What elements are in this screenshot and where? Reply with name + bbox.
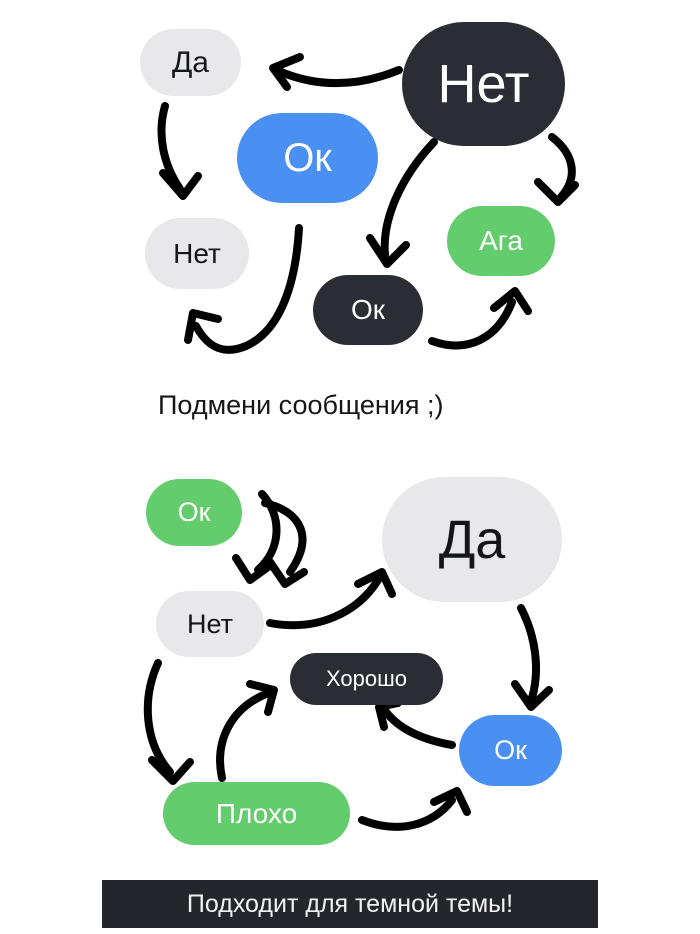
bubble-da-light-top[interactable]: Да (140, 29, 241, 96)
bubble-ok-dark-top[interactable]: Ок (313, 275, 423, 345)
bubble-ok-blue-bottom[interactable]: Ок (459, 715, 562, 786)
arrow-net-to-plohо (143, 659, 194, 785)
bubble-da-light-bottom[interactable]: Да (382, 477, 562, 602)
arrow-net-to-ok-dark (366, 138, 438, 268)
caption-text: Подмени сообщения ;) (158, 390, 444, 420)
arrow-ok-green-to-net-a (232, 490, 281, 584)
bubble-aga-green-top[interactable]: Ага (447, 206, 555, 276)
bubble-net-light-bottom[interactable]: Нет (156, 591, 264, 657)
bubble-plohо-green-bottom[interactable]: Плохо (163, 782, 350, 845)
arrow-ok-green-to-net-b (261, 499, 308, 588)
dark-theme-banner: Подходит для темной темы! (102, 880, 598, 928)
bubble-horosho-dark-bottom[interactable]: Хорошо (290, 653, 443, 705)
arrow-net-to-aga (534, 133, 579, 206)
bubble-net-dark-top[interactable]: Нет (402, 22, 565, 146)
arrow-net-to-da-bottom (266, 568, 396, 630)
bubble-ok-green-bottom[interactable]: Ок (146, 479, 242, 546)
arrow-plohо-to-horosho (216, 680, 278, 782)
arrow-ok-blue-to-horosho (375, 699, 456, 749)
arrow-da-to-net (157, 102, 202, 200)
arrow-net-to-da (269, 53, 403, 91)
arrow-da-to-ok-blue (511, 604, 553, 711)
arrow-plohо-to-ok-blue (358, 787, 471, 831)
bubble-ok-blue-top[interactable]: Ок (237, 113, 378, 203)
bubble-net-light-top[interactable]: Нет (145, 218, 249, 289)
arrow-ok-dark-to-aga (428, 287, 532, 350)
